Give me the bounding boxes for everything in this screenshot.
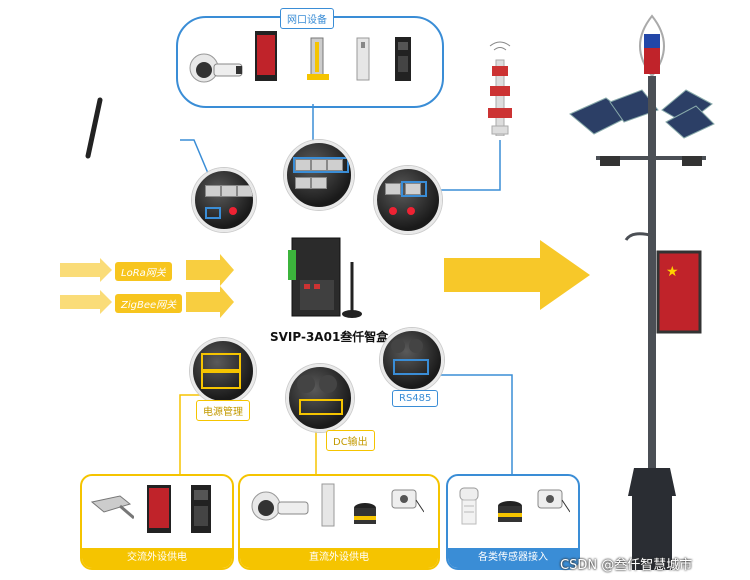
weather-sensor-icon [456, 486, 482, 532]
product-name: SVIP-3A01叁仟智盒 [270, 330, 389, 344]
dc-output-label: DC输出 [326, 430, 375, 451]
network-devices-label: 网口设备 [280, 8, 334, 29]
antenna-icon [84, 96, 104, 160]
display-screen-icon [254, 30, 278, 82]
power-management-circle [190, 338, 256, 404]
ac-intercom-icon [190, 484, 212, 534]
svg-text:★: ★ [666, 264, 679, 280]
intercom-device-icon [394, 36, 412, 82]
dc-camera-icon [248, 484, 312, 526]
port-detail-circle-middle [284, 140, 354, 210]
camera-device-icon [186, 42, 244, 88]
rs485-label: RS485 [392, 390, 439, 407]
port-detail-circle-right [374, 166, 442, 234]
pillar-device-icon [355, 36, 371, 82]
power-management-label: 电源管理 [196, 400, 250, 421]
streetlight-head-icon [90, 494, 135, 520]
smart-pole-illustration: ★ [566, 6, 716, 576]
lora-gateway-label: LoRa网关 [115, 262, 172, 281]
dc-pillar-icon [320, 482, 336, 528]
sensor-puck-icon [496, 498, 524, 528]
sensor-module-icon [536, 486, 571, 514]
ac-devices-title: 交流外设供电 [82, 548, 232, 568]
dc-output-circle [286, 364, 354, 432]
wireless-tower-icon [480, 36, 520, 137]
rs485-circle [380, 328, 444, 392]
product-device [286, 232, 366, 322]
dc-sensor-icon [352, 500, 378, 530]
sensors-title: 各类传感器接入 [448, 548, 578, 568]
dc-devices-title: 直流外设供电 [240, 548, 438, 568]
zigbee-gateway-label: ZigBee网关 [115, 294, 183, 313]
port-detail-circle-left [192, 168, 256, 232]
ac-display-icon [146, 484, 172, 534]
dc-module-icon [390, 486, 425, 514]
watermark-text: CSDN @叁仟智慧城市 [560, 558, 693, 573]
gate-device-icon [305, 36, 331, 82]
